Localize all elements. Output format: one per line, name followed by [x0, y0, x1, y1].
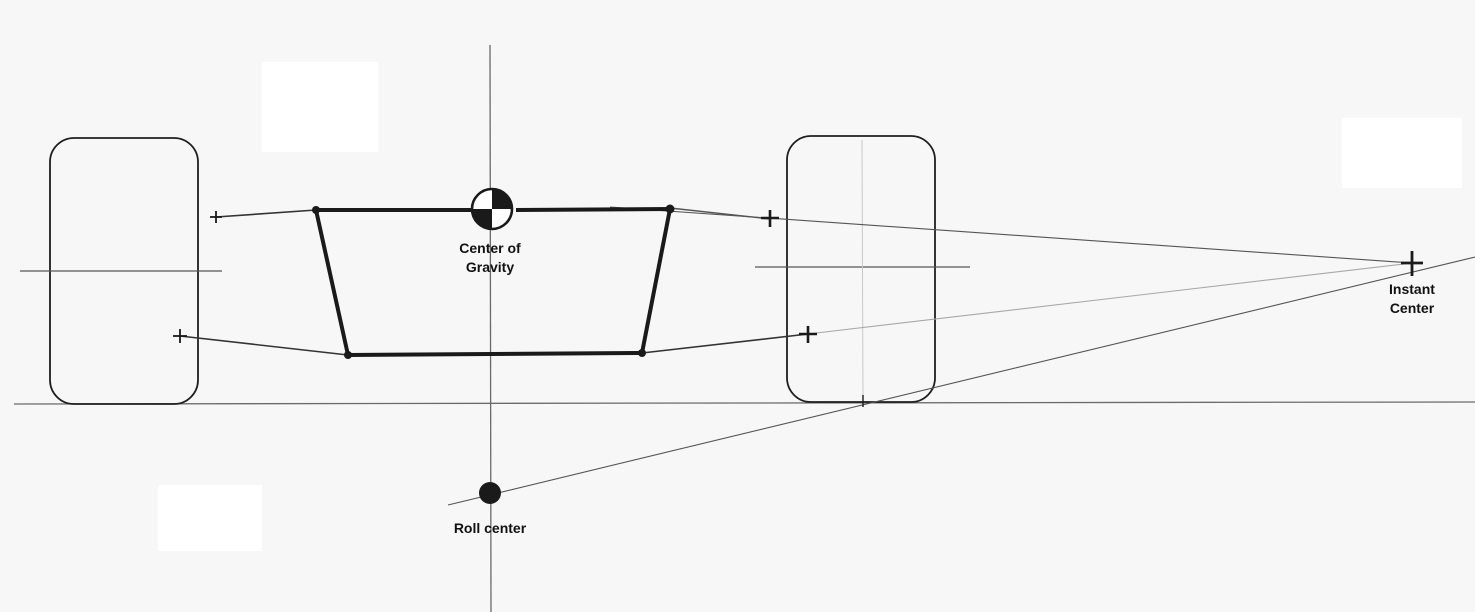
- right-wheel: [786, 135, 936, 403]
- roll-center-label-text: Roll center: [453, 520, 527, 536]
- roll-center-label: Roll center: [430, 519, 550, 538]
- ground-line: [13, 401, 1475, 405]
- blank-patch: [1342, 118, 1462, 188]
- blank-patch: [262, 62, 378, 152]
- center-of-gravity-label: Center of Gravity: [440, 239, 540, 277]
- left-upper-control-arm: [215, 209, 317, 218]
- instant-center-cross-icon: [1401, 251, 1423, 276]
- right-lower-control-arm: [641, 333, 809, 354]
- left-lower-control-arm: [179, 335, 349, 356]
- pivot-point: [344, 351, 352, 359]
- blank-patch: [158, 485, 262, 551]
- plus-cross-icon: [761, 210, 779, 227]
- chassis-right-side: [640, 208, 672, 354]
- roll-center-dot: [479, 482, 501, 504]
- lower-arm-extension-line: [807, 262, 1413, 335]
- plus-cross-icon: [210, 211, 222, 223]
- pivot-point: [665, 204, 675, 214]
- center-of-gravity-label-line-2: Gravity: [465, 259, 515, 275]
- center-of-gravity-label-line-1: Center of: [459, 240, 521, 256]
- chassis-bottom: [347, 351, 643, 357]
- right-wheel-vertical-line: [861, 139, 864, 401]
- plus-cross-icon: [173, 329, 187, 343]
- center-of-gravity-icon: [470, 187, 514, 231]
- instant-center-label-line-2: Center: [1389, 300, 1435, 316]
- vertical-centerline: [489, 44, 492, 612]
- chassis-top: [515, 207, 671, 212]
- pivot-point: [312, 206, 320, 214]
- plus-cross-icon: [799, 326, 817, 343]
- instant-center-label: Instant Center: [1372, 280, 1452, 318]
- instant-center-label-line-1: Instant: [1389, 281, 1435, 297]
- chassis-left-side: [314, 209, 350, 356]
- upper-arm-extension-line: [609, 206, 1413, 264]
- pivot-point: [638, 349, 646, 357]
- roll-center-line: [447, 256, 1475, 506]
